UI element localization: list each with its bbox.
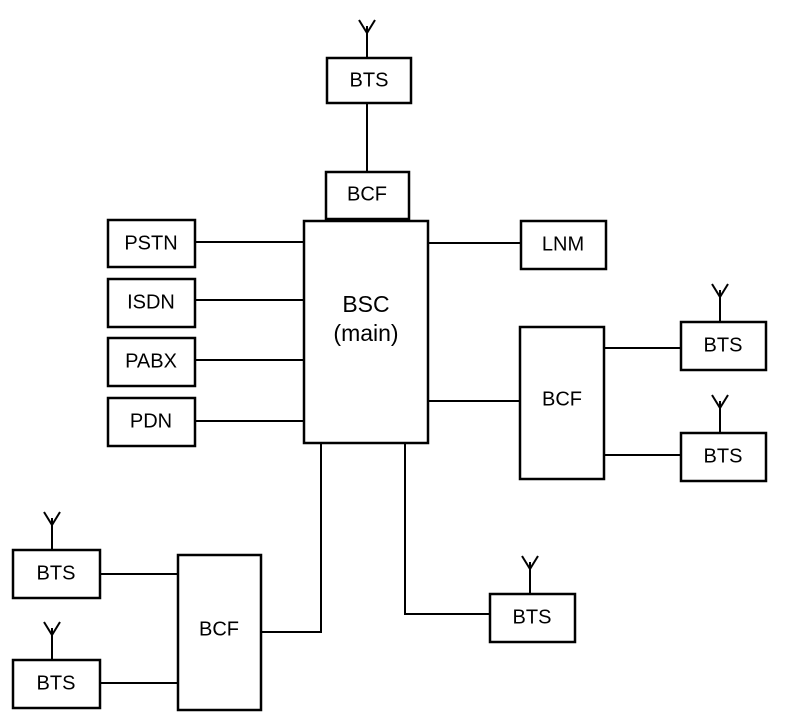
link-bsc-to-bts-bottom (404, 443, 490, 615)
antenna-icon (521, 555, 539, 594)
bts-right-1-label: BTS (704, 334, 743, 356)
isdn-label: ISDN (127, 291, 175, 313)
pdn-box: PDN (106, 396, 197, 448)
pabx-label: PABX (125, 350, 177, 372)
lnm-box: LNM (519, 219, 608, 271)
bts-bottom-label: BTS (513, 606, 552, 628)
connectors (100, 103, 681, 684)
bsc-sublabel: (main) (333, 320, 398, 346)
antenna-icon (711, 394, 729, 433)
bsc-label: BSC (342, 291, 389, 317)
bsc-main: BSC (main) (302, 219, 430, 445)
pstn-label: PSTN (124, 232, 177, 254)
antennas (43, 19, 729, 660)
bts-left-2: BTS (11, 658, 102, 710)
bts-right-2-label: BTS (704, 445, 743, 467)
bcf-left-label: BCF (199, 618, 239, 640)
bts-right-1: BTS (679, 320, 768, 372)
link-bsc-to-bcf-left (261, 443, 322, 633)
antenna-icon (43, 511, 61, 550)
lnm-label: LNM (542, 233, 584, 255)
bts-top: BTS (325, 56, 413, 105)
bcf-top-label: BCF (347, 183, 387, 205)
bcf-right: BCF (518, 325, 606, 481)
bts-left-1-label: BTS (37, 562, 76, 584)
pstn-box: PSTN (106, 218, 197, 269)
pabx-box: PABX (106, 336, 197, 388)
antenna-icon (43, 621, 61, 660)
bcf-left: BCF (176, 553, 263, 712)
antenna-icon (711, 283, 729, 322)
pdn-label: PDN (130, 410, 172, 432)
bts-bottom: BTS (488, 592, 577, 644)
bts-left-2-label: BTS (37, 672, 76, 694)
bts-left-1: BTS (11, 548, 102, 600)
nodes: BTS BCF BSC (main) PSTN ISDN PABX (11, 56, 768, 712)
bts-right-2: BTS (679, 431, 768, 483)
bts-top-label: BTS (350, 69, 389, 91)
bcf-top: BCF (324, 170, 411, 221)
bcf-right-label: BCF (542, 388, 582, 410)
antenna-icon (358, 19, 376, 58)
isdn-box: ISDN (106, 277, 197, 329)
